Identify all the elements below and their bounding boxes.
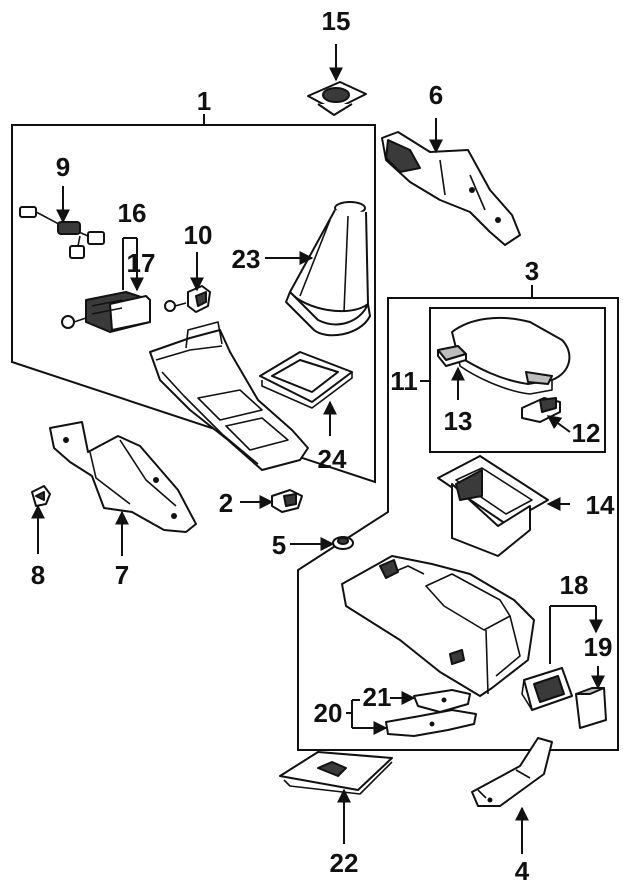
part-18-switch-bezel: [521, 667, 573, 711]
group-box-1: [11, 124, 376, 484]
callout-15: 15: [322, 6, 351, 36]
part-10-clip: [164, 285, 211, 313]
part-24-bezel: [259, 351, 353, 409]
part-2-clip: [271, 489, 303, 513]
part-12-hinge: [521, 397, 561, 423]
callout-14: 14: [586, 490, 615, 520]
callout-6: 6: [429, 80, 443, 110]
group-box-3: [297, 297, 619, 751]
callout-23: 23: [232, 244, 261, 274]
callout-2: 2: [219, 488, 233, 518]
callout-12: 12: [572, 418, 601, 448]
part-21-bracket: [413, 689, 471, 713]
callout-4: 4: [515, 856, 530, 886]
part-20-bracket: [385, 709, 477, 737]
callout-18: 18: [560, 570, 589, 600]
part-23-shift-boot: [285, 201, 371, 337]
callout-11: 11: [390, 366, 418, 396]
callout-labels: 15 1 6 9 16 10 17 23 3 11 13 12 24 2 14 …: [31, 6, 615, 886]
callout-13: 13: [444, 406, 473, 436]
part-3-console-body: [341, 555, 535, 697]
callout-16: 16: [118, 198, 147, 228]
part-14-storage-bin: [437, 455, 549, 557]
callout-20: 20: [314, 698, 343, 728]
part-9-harness: [19, 206, 105, 259]
callout-22: 22: [330, 848, 359, 878]
part-5-grommet: [332, 536, 354, 550]
part-13-latch: [437, 345, 467, 367]
part-8-clip: [31, 485, 51, 507]
callout-17: 17: [127, 248, 156, 278]
part-16-17-switch: [61, 291, 151, 333]
callout-21: 21: [363, 682, 392, 712]
part-19-switch: [575, 687, 607, 729]
part-console-trim: [149, 321, 309, 471]
callout-3: 3: [525, 256, 539, 286]
part-15-grommet: [307, 81, 367, 116]
leader-lines: [31, 44, 598, 854]
part-6-bracket: [381, 131, 521, 246]
callout-7: 7: [115, 560, 129, 590]
group-box-11: [429, 307, 606, 453]
callout-10: 10: [184, 220, 213, 250]
callout-5: 5: [272, 530, 286, 560]
callout-9: 9: [56, 152, 70, 182]
part-armrest-lid: [451, 316, 571, 395]
callout-8: 8: [31, 560, 45, 590]
part-4-bracket: [471, 737, 553, 807]
callout-1: 1: [197, 86, 211, 116]
part-7-side-panel: [49, 421, 197, 533]
part-22-mat: [279, 751, 393, 795]
callout-24: 24: [318, 444, 347, 474]
callout-19: 19: [584, 632, 613, 662]
